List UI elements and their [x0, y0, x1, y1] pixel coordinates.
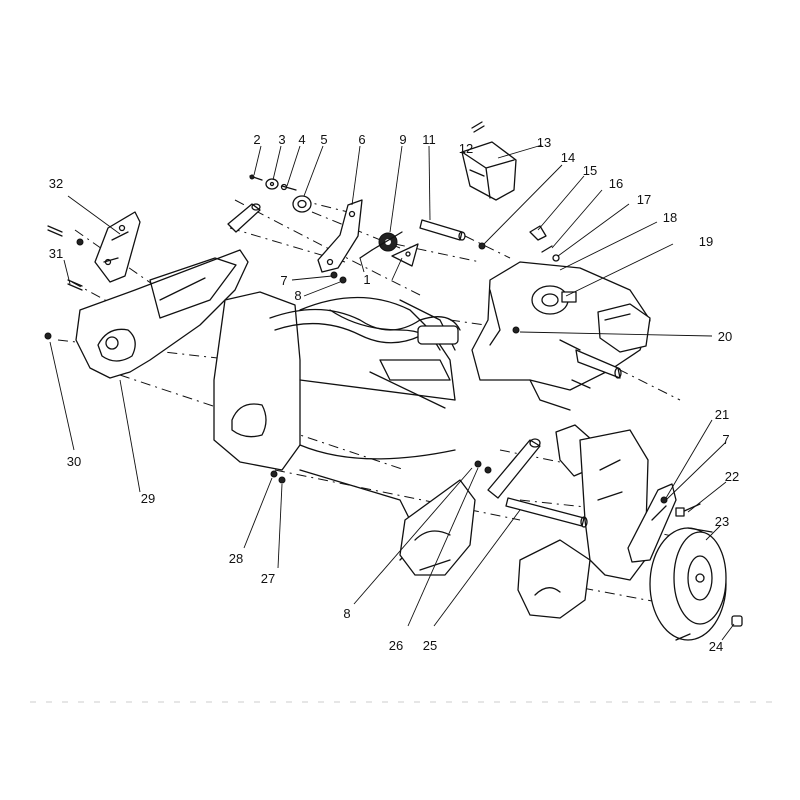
callout-16: 17: [637, 192, 651, 207]
part-24-axle: [505, 497, 588, 528]
main-housing: [213, 291, 476, 576]
callout-7-right: 7: [722, 432, 729, 447]
part-10-pin: [419, 219, 466, 241]
callout-6: 6: [358, 132, 365, 147]
part-15-16-hardware: [541, 245, 560, 262]
part-18-gearcase: [471, 261, 651, 411]
part-30-screws: [44, 225, 84, 340]
part-23-nut: [731, 615, 743, 627]
callout-7-left: 7: [280, 273, 287, 288]
callout-8-top: 8: [294, 288, 301, 303]
part-32-plate: [391, 243, 419, 267]
callout-23: 24: [709, 639, 723, 654]
part-28-frame: [75, 249, 249, 379]
callout-8-bottom: 8: [343, 606, 350, 621]
auger-shaft-assembly: [269, 308, 461, 345]
part-31-bracket: [94, 211, 141, 283]
part-3-washer: [265, 178, 279, 190]
part-11-screw: [471, 121, 485, 133]
part-14-clip: [529, 225, 547, 241]
part-bushing-left: [227, 203, 261, 233]
callout-17: 18: [663, 210, 677, 225]
callout-21: 22: [725, 469, 739, 484]
callout-3: 3: [278, 132, 285, 147]
part-5-bearing: [292, 195, 312, 213]
part-7-8-fasteners-bottom: [270, 470, 668, 504]
callout-20: 21: [715, 407, 729, 422]
callout-18: 19: [699, 234, 713, 249]
part-2-key: [249, 174, 263, 181]
callout-14: 15: [583, 163, 597, 178]
part-7-8-fasteners-top: [330, 271, 347, 284]
callout-29: 30: [67, 454, 81, 469]
leader-lines: [49, 144, 735, 641]
part-bushing-right: [487, 438, 541, 499]
callout-27: 28: [229, 551, 243, 566]
callout-5: 5: [320, 132, 327, 147]
callout-28: 29: [141, 491, 155, 506]
callout-11: 12: [459, 141, 473, 156]
part-25-washer: [474, 460, 492, 474]
callout-31: 32: [49, 176, 63, 191]
callout-1: 1: [363, 272, 370, 287]
callout-4: 4: [298, 132, 305, 147]
callout-24: 25: [423, 638, 437, 653]
callout-15: 16: [609, 176, 623, 191]
part-22-wheel: [649, 527, 727, 641]
part-9-gear: [371, 231, 403, 252]
part-13-nut: [478, 242, 486, 250]
callout-19: 20: [718, 329, 732, 344]
callouts: 2 3 4 5 6 9 11 12 13 14 15 16 17 18 19 2…: [49, 132, 739, 654]
callout-12: 13: [537, 135, 551, 150]
part-4-spacer: [280, 183, 297, 191]
callout-25: 26: [389, 638, 403, 653]
part-1-cotter: [359, 249, 373, 259]
callout-13: 14: [561, 150, 575, 165]
callout-9: 9: [399, 132, 406, 147]
callout-30: 31: [49, 246, 63, 261]
callout-22: 23: [715, 514, 729, 529]
callout-10: 11: [422, 132, 436, 147]
callout-2: 2: [253, 132, 260, 147]
callout-26: 27: [261, 571, 275, 586]
part-6-link-bracket: [317, 199, 363, 273]
